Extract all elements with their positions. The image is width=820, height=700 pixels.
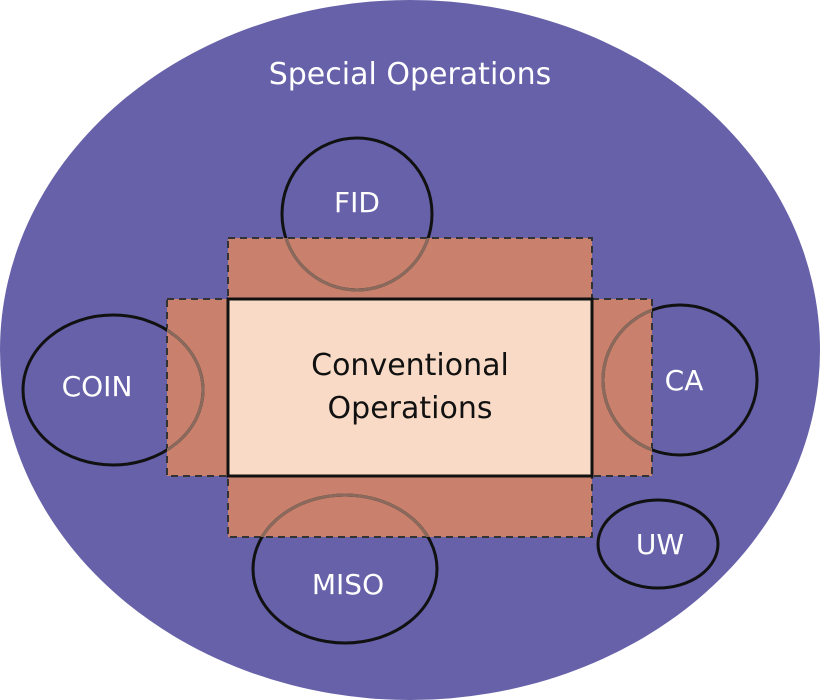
overlap-zone-left [166, 298, 229, 477]
node-coin: COIN [21, 313, 205, 467]
ca-label: CA [665, 364, 704, 397]
node-uw: UW [596, 498, 720, 590]
overlap-zone-bottom [227, 475, 593, 538]
node-miso: MISO [251, 493, 439, 645]
coin-label: COIN [62, 370, 133, 403]
overlap-zone-right [591, 298, 653, 477]
uw-label: UW [636, 528, 684, 561]
conventional-operations-box [226, 297, 594, 478]
fid-label: FID [334, 186, 380, 219]
conventional-operations-line2: Operations [328, 391, 493, 426]
node-ca: CA [601, 303, 759, 457]
miso-label: MISO [312, 568, 384, 601]
conventional-operations-line1: Conventional [311, 348, 509, 383]
special-operations-label: Special Operations [269, 57, 552, 92]
node-fid: FID [280, 136, 434, 292]
